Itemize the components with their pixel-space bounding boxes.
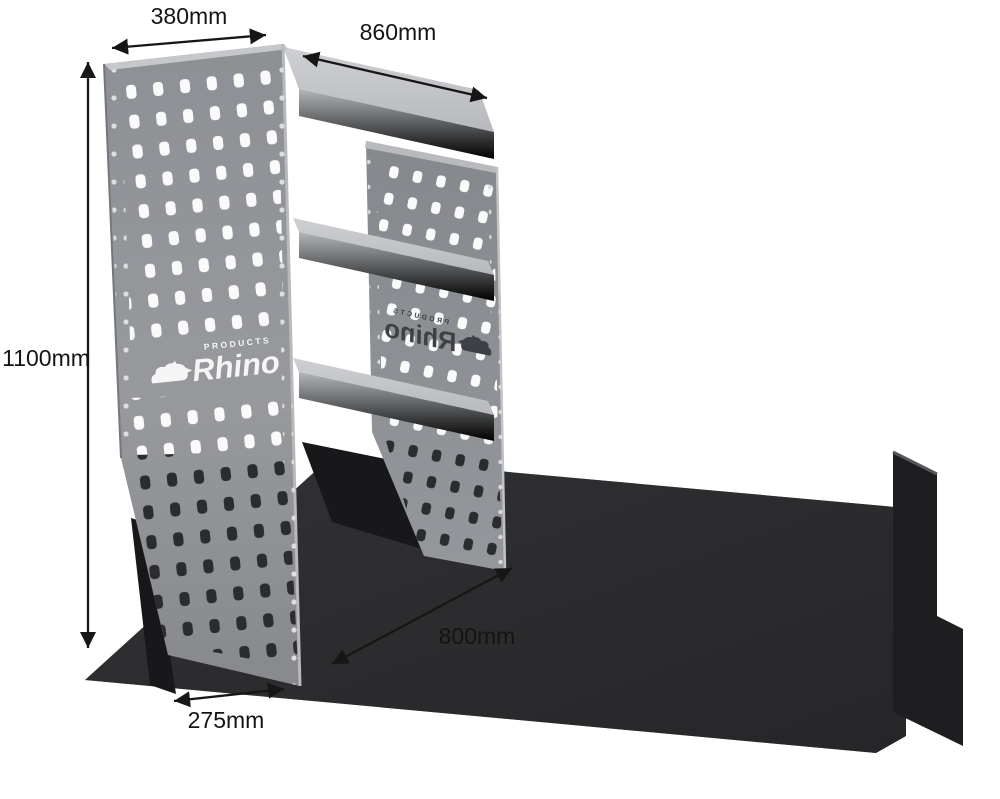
dimension-275: 275mm xyxy=(173,682,285,733)
dimension-label-275: 275mm xyxy=(188,707,265,733)
dimension-label-380: 380mm xyxy=(151,3,228,29)
left-panel-holes-lower xyxy=(132,452,298,668)
rear-panel: PRODUCTS Rhino xyxy=(365,141,507,572)
shelf-middle xyxy=(293,218,494,301)
rear-panel-holes-lower xyxy=(382,428,503,564)
left-panel-edge-dots-right xyxy=(274,47,300,685)
rear-panel-top-edge xyxy=(365,141,497,173)
dimension-label-860: 860mm xyxy=(360,19,437,45)
shelf-top-front xyxy=(299,89,494,159)
shelf-middle-front xyxy=(299,232,494,301)
rhino-logo-icon xyxy=(151,361,193,384)
left-panel-foot xyxy=(131,518,176,694)
rear-panel-edge-dots-left xyxy=(367,146,381,428)
dimension-label-800: 800mm xyxy=(439,623,516,649)
left-panel-holes-middle xyxy=(130,392,287,455)
dimension-1100: 1100mm xyxy=(2,62,97,648)
right-wall xyxy=(893,452,963,746)
right-wall-top-edge xyxy=(892,450,938,476)
left-panel: PRODUCTS Rhino xyxy=(103,43,302,687)
rear-panel-perforations xyxy=(367,146,505,568)
shelf-lower xyxy=(293,358,494,441)
dimension-380: 380mm xyxy=(111,3,267,55)
rear-panel-holes-upper xyxy=(378,158,498,452)
shelf-middle-surface xyxy=(293,218,494,275)
dimension-arrow-800 xyxy=(331,566,513,666)
dimension-800: 800mm xyxy=(331,566,516,666)
left-panel-edge-dots-front xyxy=(107,69,135,456)
dimension-label-1100: 1100mm xyxy=(2,345,90,371)
shelf-lower-surface xyxy=(293,358,494,415)
dimension-arrow-380 xyxy=(111,28,267,55)
rhino-logo-icon xyxy=(457,334,492,356)
dimension-arrow-860 xyxy=(302,51,488,103)
dimension-860: 860mm xyxy=(302,19,488,103)
rear-panel-edge-dots-right xyxy=(488,169,505,568)
left-panel-holes-upper xyxy=(124,58,284,342)
left-panel-front-edge xyxy=(103,63,122,459)
left-panel-perforations xyxy=(107,47,300,685)
shelf-top xyxy=(283,47,494,159)
shelf-lower-front xyxy=(299,372,494,441)
dimension-arrow-275 xyxy=(173,682,285,708)
